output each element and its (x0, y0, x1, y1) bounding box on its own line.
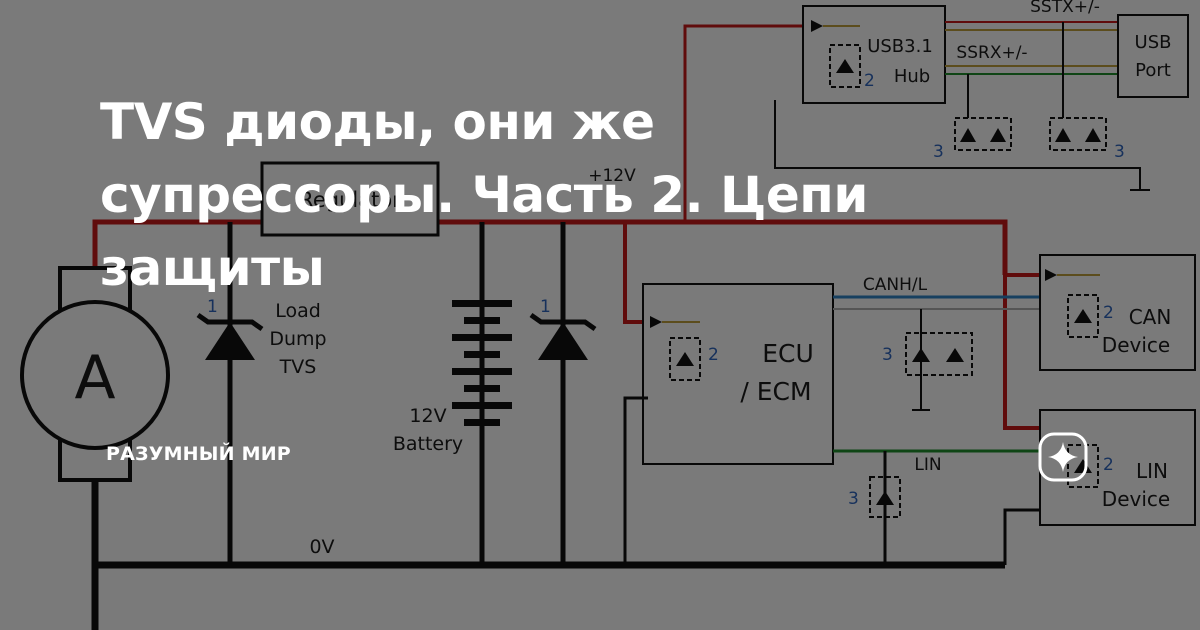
channel-name[interactable]: РАЗУМНЫЙ МИР (106, 443, 291, 465)
sparkle-icon[interactable] (1038, 432, 1088, 482)
article-title[interactable]: TVS диоды, они же супрессоры. Часть 2. Ц… (100, 93, 868, 297)
